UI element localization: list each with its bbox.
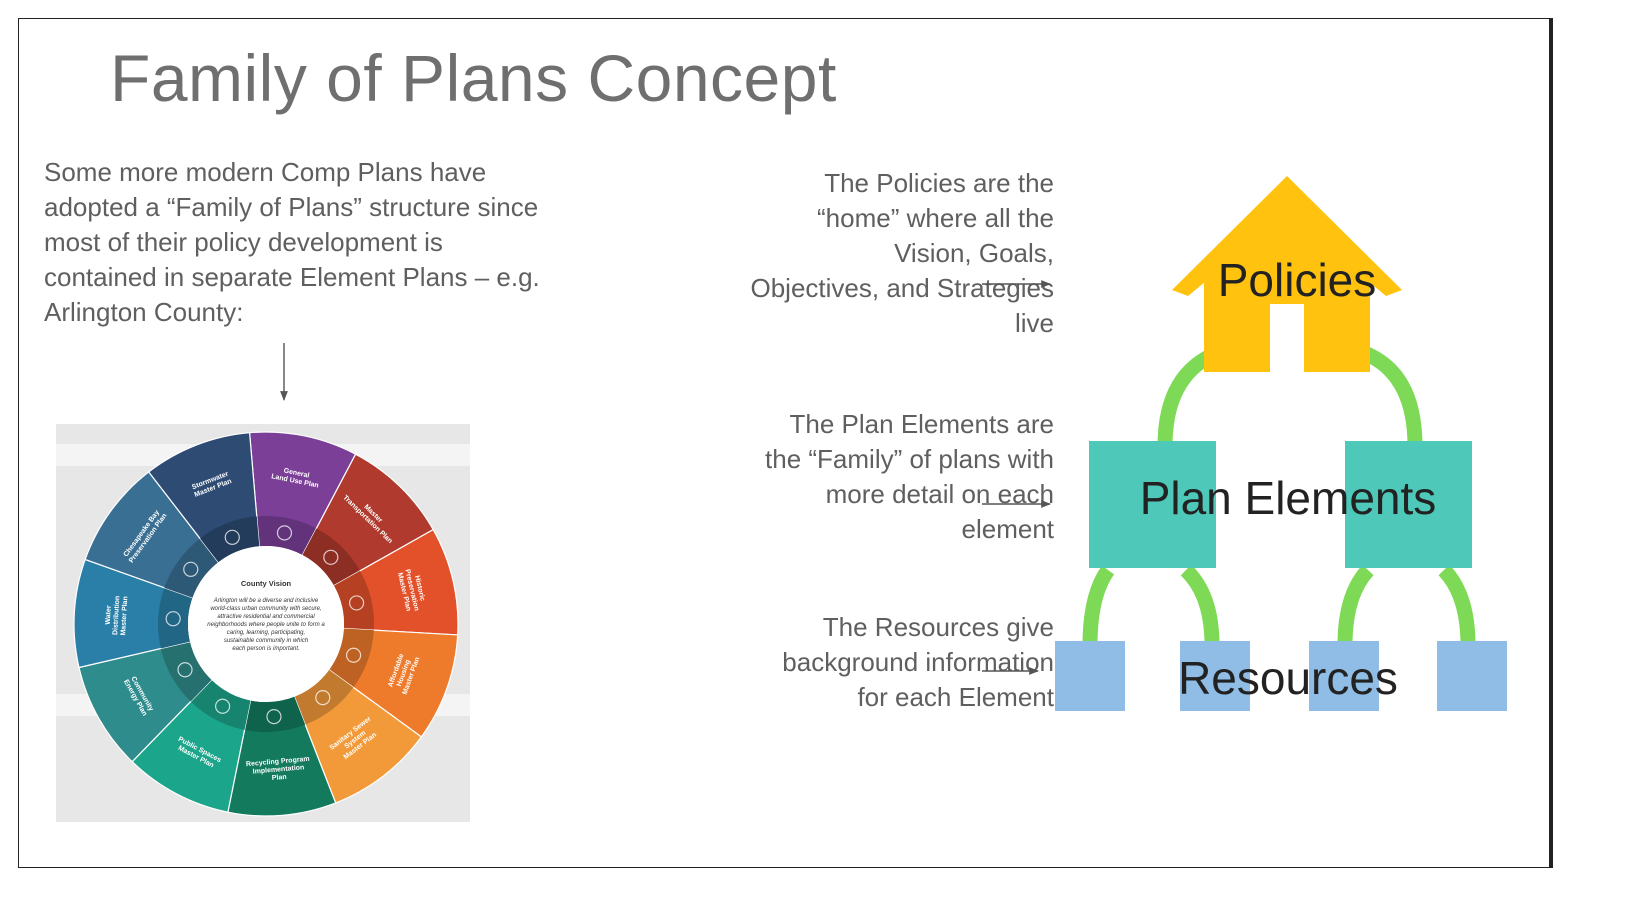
wheel-segment-icon: [177, 662, 193, 678]
elements-description: The Plan Elements are the “Family” of pl…: [765, 407, 1054, 547]
wheel-center-line: sustainable community in which: [224, 638, 309, 644]
wheel-segment-title: Recycling ProgramImplementationPlan: [246, 756, 312, 784]
resources-desc-line: The Resources give: [822, 612, 1054, 642]
wheel-segment-icon: [165, 611, 181, 627]
wheel-center-line: attractive residential and commercial: [217, 614, 315, 620]
house-body: [1204, 206, 1370, 372]
resource-box-4: [1437, 641, 1507, 711]
plan-element-box-right: [1345, 441, 1472, 568]
link-element-left-b: [1180, 564, 1220, 646]
wheel-segment-icon: [266, 709, 282, 725]
wheel-segment-title: WaterDistributionMaster Plan: [104, 595, 129, 636]
wheel-segment-band: [333, 570, 374, 631]
wheel-segment-band: [158, 587, 193, 649]
slide-title: Family of Plans Concept: [110, 41, 837, 115]
link-element-left-a: [1082, 565, 1115, 646]
resource-box-1: [1055, 641, 1125, 711]
wheel-segment-band: [256, 516, 317, 556]
policies-desc-line: “home” where all the: [817, 203, 1054, 233]
policies-desc-line: Objectives, and Strategies: [750, 273, 1055, 303]
policies-desc-line: The Policies are the: [824, 168, 1054, 198]
elements-desc-line: The Plan Elements are: [789, 409, 1054, 439]
wheel-segment-title-line: Plan: [272, 774, 287, 782]
resources-desc-line: background information: [782, 647, 1054, 677]
wheel-graphic: GeneralLand Use PlanMasterTransportation…: [56, 424, 470, 822]
wheel-segment-icon: [183, 561, 199, 577]
wheel-center-line: Arlington will be a diverse and inclusiv…: [213, 598, 319, 604]
intro-line: adopted a “Family of Plans” structure si…: [44, 192, 539, 222]
policies-label: Policies: [1218, 254, 1377, 306]
wheel-segment-band: [329, 628, 374, 688]
link-element-right-a: [1337, 564, 1374, 646]
resources-label: Resources: [1178, 652, 1398, 704]
intro-line: Arlington County:: [44, 297, 244, 327]
policies-description: The Policies are the “home” where all th…: [751, 166, 1055, 341]
intro-line: contained in separate Element Plans – e.…: [44, 262, 540, 292]
wheel-segment-icon: [276, 525, 293, 541]
wheel-segment-title-line: Implementation: [252, 764, 304, 775]
wheel-segment-icon: [214, 698, 231, 714]
slide-shadow-edge: [1550, 18, 1553, 868]
plan-elements-label: Plan Elements: [1140, 472, 1437, 524]
wheel-segment-title-line: Master Plan: [120, 596, 129, 636]
wheel-center-title: County Vision: [241, 579, 292, 588]
wheel-segments: GeneralLand Use PlanMasterTransportation…: [73, 431, 459, 817]
elements-desc-line: element: [961, 514, 1055, 544]
wheel-center-line: caring, learning, participating,: [227, 630, 305, 636]
elements-desc-line: the “Family” of plans with: [765, 444, 1054, 474]
link-policies-right: [1359, 344, 1423, 447]
resources-desc-line: for each Element: [857, 682, 1054, 712]
wheel-segment-icon: [323, 549, 339, 565]
intro-line: Some more modern Comp Plans have: [44, 157, 487, 187]
resource-box-3: [1309, 641, 1379, 711]
wheel-segment-band: [190, 679, 251, 730]
wheel-segment-band: [294, 669, 354, 725]
wheel-segment-band: [200, 516, 260, 563]
wheel-segment-icon: [348, 595, 365, 611]
house-roof: [1172, 176, 1402, 296]
wheel-center-line: each person is important.: [232, 646, 299, 652]
resources-description: The Resources give background informatio…: [782, 610, 1054, 715]
wheel-center-line: neighborhoods where people unite to form…: [207, 622, 325, 628]
wheel-segment-icon: [315, 690, 331, 706]
policies-desc-line: live: [1014, 308, 1054, 338]
plan-element-box-left: [1089, 441, 1216, 568]
tree-links: [1082, 344, 1476, 646]
wheel-center-line: world-class urban community with secure,: [210, 606, 321, 612]
policies-house: [1172, 176, 1402, 372]
wheel-segment-icon: [345, 647, 362, 663]
wheel-segment-band: [164, 538, 219, 598]
wheel-segment-band: [244, 696, 306, 732]
wheel-segment-title-line: Water: [105, 605, 113, 625]
resource-box-2: [1180, 641, 1250, 711]
intro-text: Some more modern Comp Plans have adopted…: [44, 155, 564, 330]
link-element-right-b: [1438, 564, 1476, 646]
policies-desc-line: Vision, Goals,: [894, 238, 1054, 268]
wheel-segment-icon: [224, 529, 240, 545]
intro-line: most of their policy development is: [44, 227, 443, 257]
wheel-center-circle: [188, 546, 344, 702]
wheel-segment-band: [302, 528, 361, 586]
wheel-segment-band: [160, 641, 212, 702]
wheel-segment-title-line: Distribution: [112, 596, 121, 636]
